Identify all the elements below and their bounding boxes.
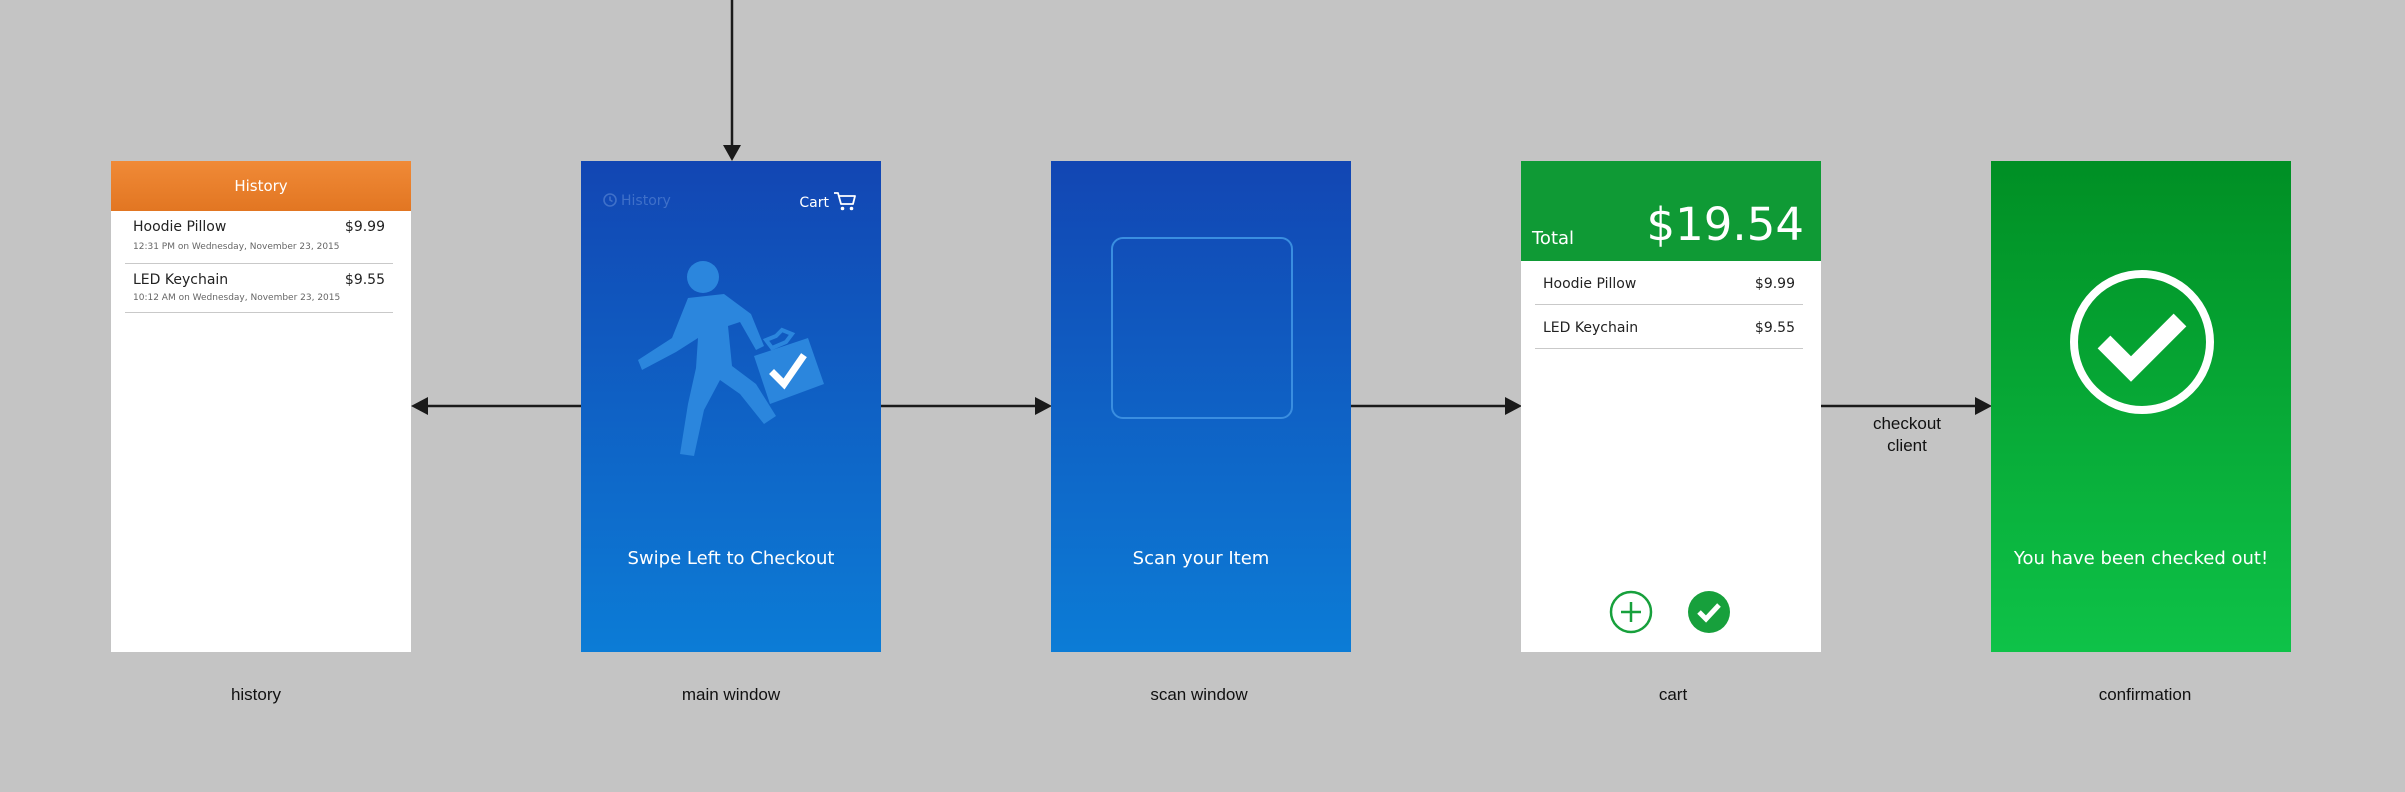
caption-text: cart: [1658, 685, 1688, 704]
cart-screen: Total $19.54 Hoodie Pillow $9.99 LED Key…: [1521, 161, 1821, 652]
item-name: Hoodie Pillow: [133, 219, 227, 235]
item-name: LED Keychain: [1543, 320, 1639, 336]
main-window-caption: main window: [581, 685, 881, 705]
confirmation-caption: confirmation: [1995, 685, 2295, 705]
history-link-label: History: [621, 193, 671, 209]
arrow-scan-to-cart: [1351, 397, 1522, 415]
walking-person-with-checked-bag-icon: [638, 261, 824, 456]
arrow-main-to-scan: [881, 397, 1052, 415]
total-amount: $19.54: [1646, 198, 1804, 251]
cart-header: Total $19.54: [1521, 161, 1821, 261]
caption-text: main window: [681, 685, 781, 704]
plus-circle-icon[interactable]: [1609, 590, 1653, 634]
item-name: LED Keychain: [133, 272, 229, 288]
cart-icon: [834, 192, 856, 211]
item-price: $9.55: [344, 272, 385, 288]
history-caption: history: [106, 685, 406, 705]
scan-window-screen: Scan your Item: [1051, 161, 1351, 652]
item-price: $9.55: [1754, 320, 1795, 336]
edge-label-line2: client: [1887, 436, 1927, 455]
main-message: Swipe Left to Checkout: [627, 548, 835, 569]
history-link[interactable]: History: [602, 192, 671, 209]
cart-link-label: Cart: [799, 195, 829, 211]
list-item[interactable]: Hoodie Pillow $9.99: [1535, 261, 1803, 305]
history-list: Hoodie Pillow $9.99 12:31 PM on Wednesda…: [125, 211, 393, 313]
history-clock-icon: [603, 193, 617, 207]
confirmation-message: You have been checked out!: [2013, 548, 2269, 569]
item-name: Hoodie Pillow: [1543, 276, 1637, 292]
edge-label-line1: checkout: [1872, 414, 1942, 433]
arrow-cart-to-confirmation: [1821, 397, 1992, 415]
list-item[interactable]: LED Keychain $9.55 10:12 AM on Wednesday…: [125, 264, 393, 313]
scan-message: Scan your Item: [1132, 548, 1270, 569]
caption-text: confirmation: [2098, 685, 2192, 704]
check-circle-icon[interactable]: [1687, 590, 1731, 634]
item-price: $9.99: [1754, 276, 1795, 292]
confirmation-screen: You have been checked out!: [1991, 161, 2291, 652]
entry-arrow: [723, 0, 741, 161]
history-header: History: [111, 161, 411, 211]
item-timestamp: 12:31 PM on Wednesday, November 23, 2015: [133, 242, 340, 252]
list-item[interactable]: LED Keychain $9.55: [1535, 305, 1803, 349]
cart-list: Hoodie Pillow $9.99 LED Keychain $9.55: [1535, 261, 1803, 349]
caption-text: scan window: [1150, 685, 1248, 704]
main-window-screen: History Cart Swipe Left to Checkout: [581, 161, 881, 652]
caption-text: history: [230, 685, 282, 704]
checkout-edge-label: checkout client: [1826, 413, 1988, 457]
arrow-main-to-history: [411, 397, 582, 415]
check-circle-icon: [2070, 270, 2214, 414]
item-price: $9.99: [344, 219, 385, 235]
history-header-title: History: [234, 177, 288, 195]
history-screen: History Hoodie Pillow $9.99 12:31 PM on …: [111, 161, 411, 652]
item-timestamp: 10:12 AM on Wednesday, November 23, 2015: [133, 293, 341, 303]
scan-frame-icon: [1111, 237, 1293, 419]
cart-link[interactable]: Cart: [799, 190, 857, 212]
list-item[interactable]: Hoodie Pillow $9.99 12:31 PM on Wednesda…: [125, 211, 393, 264]
cart-caption: cart: [1523, 685, 1823, 705]
scan-window-caption: scan window: [1049, 685, 1349, 705]
total-label: Total: [1532, 228, 1575, 249]
